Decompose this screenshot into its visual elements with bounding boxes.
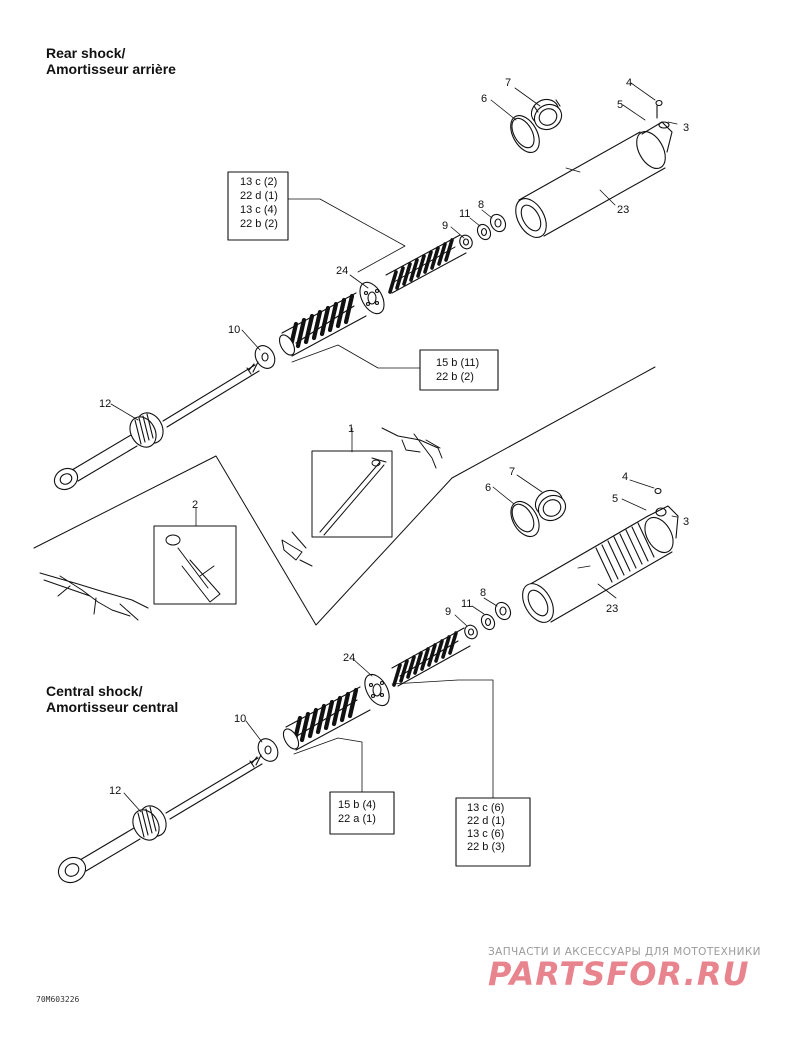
- figure-id: 70M603226: [36, 995, 80, 1004]
- central-shock-body: [522, 487, 679, 623]
- rear-shaft: [162, 361, 260, 428]
- watermark-logo: PARTSFOR.RU: [488, 955, 750, 993]
- central-washer: [257, 738, 279, 762]
- central-callout-4: 4: [622, 471, 628, 483]
- rear-shim-stack-upper: [385, 234, 467, 294]
- sled-sketch-left: [39, 572, 149, 621]
- sled-sketch-top: [381, 427, 443, 469]
- rear-spec-box-b: [419, 349, 499, 391]
- central-callout-6: 6: [485, 482, 491, 494]
- central-title-french: Amortisseur central: [46, 699, 179, 715]
- central-eyelet-and-collar: [57, 805, 167, 884]
- rear-end-cap: [530, 98, 563, 131]
- rear-callout-8: 8: [478, 199, 484, 211]
- rear-shock-title: Rear shock/ Amortisseur arrière: [46, 45, 176, 77]
- central-screw-icon: [654, 487, 662, 495]
- rear-title-french: Amortisseur arrière: [46, 61, 176, 77]
- rear-box-b-bracket: [291, 344, 421, 369]
- rear-box-a-line-1: 13 c (2): [240, 176, 277, 188]
- rear-shock-body: [515, 99, 673, 238]
- central-callout-10: 10: [234, 713, 246, 725]
- rear-callout-5: 5: [617, 99, 623, 111]
- rear-shim-stack-lower: [278, 292, 367, 357]
- rear-box-a-line-2: 22 d (1): [240, 190, 278, 202]
- central-callout-23: 23: [606, 603, 618, 615]
- central-shock-title: Central shock/ Amortisseur central: [46, 683, 178, 715]
- rear-callout-10: 10: [228, 324, 240, 336]
- vehicle-location-panel: [33, 366, 656, 626]
- mini-view-callout-1: 1: [348, 423, 354, 435]
- central-end-cap: [534, 489, 567, 522]
- central-leader-lines: [123, 474, 678, 813]
- central-callout-24: 24: [343, 652, 355, 664]
- central-spec-box-b: [455, 797, 531, 867]
- central-o-ring: [510, 500, 540, 538]
- central-piston: [364, 673, 390, 707]
- central-box-b-bracket: [391, 679, 494, 799]
- rear-piston: [359, 281, 385, 315]
- rear-title-english: Rear shock/: [46, 45, 126, 61]
- rear-box-b-line-2: 22 b (2): [436, 371, 474, 383]
- central-callout-8: 8: [480, 587, 486, 599]
- rear-screw-icon: [655, 99, 663, 107]
- central-box-b-line-2: 22 d (1): [467, 815, 505, 827]
- section-divider-line: [33, 366, 656, 626]
- central-box-a-line-2: 22 a (1): [338, 813, 376, 825]
- central-spec-box-a: [329, 791, 395, 835]
- rear-box-b-line-1: 15 b (11): [436, 357, 479, 369]
- rear-box-a-line-4: 22 b (2): [240, 218, 278, 230]
- central-box-b-line-4: 22 b (3): [467, 841, 505, 853]
- central-callout-7: 7: [509, 466, 515, 478]
- central-box-b-line-3: 13 c (6): [467, 828, 504, 840]
- central-shock-assembly: [57, 474, 679, 884]
- watermark-tagline: ЗАПЧАСТИ И АКСЕССУАРЫ ДЛЯ МОТОТЕХНИКИ: [488, 946, 761, 958]
- central-title-english: Central shock/: [46, 683, 143, 699]
- rear-callout-9: 9: [442, 220, 448, 232]
- rear-washer: [254, 345, 276, 369]
- central-shim-stack-upper: [391, 627, 471, 687]
- rear-callout-23: 23: [617, 204, 629, 216]
- rear-callout-7: 7: [505, 77, 511, 89]
- rear-box-a-line-3: 13 c (4): [240, 204, 277, 216]
- central-callout-12: 12: [109, 785, 121, 797]
- mini-view-callout-2: 2: [192, 499, 198, 511]
- rear-callout-6: 6: [481, 93, 487, 105]
- central-box-a-line-1: 15 b (4): [338, 799, 376, 811]
- sled-sketch-bottom: [281, 531, 313, 567]
- rear-eyelet-and-collar: [53, 412, 164, 491]
- rear-callout-3: 3: [683, 122, 689, 134]
- rear-o-ring: [510, 115, 540, 153]
- rear-spec-box-a: [227, 171, 289, 241]
- central-callout-11: 11: [461, 598, 472, 610]
- rear-callout-24: 24: [336, 265, 348, 277]
- central-callout-9: 9: [445, 606, 451, 618]
- central-shim-stack-lower: [282, 686, 371, 751]
- rear-leader-lines: [110, 82, 678, 421]
- rear-callout-4: 4: [626, 77, 632, 89]
- central-callout-3: 3: [683, 516, 689, 528]
- central-box-a-bracket: [293, 737, 363, 793]
- rear-box-a-bracket: [287, 198, 406, 273]
- central-box-b-line-1: 13 c (6): [467, 802, 504, 814]
- central-shaft: [165, 754, 263, 820]
- rear-callout-11: 11: [459, 208, 470, 220]
- rear-shock-assembly: [53, 82, 678, 491]
- central-callout-5: 5: [612, 493, 618, 505]
- rear-callout-12: 12: [99, 398, 111, 410]
